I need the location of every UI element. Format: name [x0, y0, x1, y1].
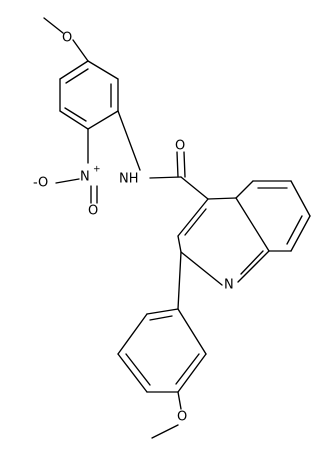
bond-methyl-o-top: [43, 17, 64, 34]
bond-ring-o-bottom: [177, 391, 182, 410]
amide-oxygen-label: O: [175, 139, 185, 154]
bond-c2-n1: [180, 251, 223, 286]
bond-ring1-f: [59, 60, 89, 80]
bond-ring1-d-inner: [64, 107, 87, 122]
bond-carbonyl-o-2: [183, 151, 186, 178]
bond-ring1-d: [59, 110, 89, 130]
bond-c6-c7: [290, 180, 311, 217]
bond-c3-c2: [177, 235, 182, 253]
quinoline-nitrogen-label: N: [224, 278, 234, 293]
bond-ring2-e: [177, 353, 207, 393]
bond-ring1-a: [87, 60, 119, 80]
bond-ring2-a: [146, 308, 179, 315]
bond-ring1-f-inner: [65, 68, 89, 84]
nitro-oxygen-minus-label: -O: [33, 176, 48, 191]
bond-nh-carbonyl: [149, 176, 182, 179]
nitro-nitrogen-label: N: [80, 170, 90, 185]
bond-ring2-c: [117, 353, 148, 393]
methoxy-oxygen-bottom-label: O: [177, 410, 187, 425]
atom-labels: O N + -O O NH O N O: [33, 31, 234, 425]
bond-c4a-c5: [235, 180, 254, 199]
nitro-positive-charge-label: +: [93, 165, 101, 175]
bond-o-methyl-bottom: [151, 424, 179, 439]
amide-nh-label: NH: [119, 172, 139, 187]
bonds: [43, 17, 311, 439]
bond-ring2-a-inner: [149, 315, 173, 321]
bond-o-ring-top: [72, 39, 89, 62]
bond-ring1-c: [87, 110, 119, 130]
bond-c2-aryl: [177, 251, 182, 310]
nitro-oxygen-double-label: O: [88, 204, 98, 219]
bond-carbonyl-o-1: [176, 151, 179, 178]
bond-nitro-o-minus: [55, 178, 80, 184]
bond-ring2-b: [117, 313, 148, 355]
bond-n1-c8a-inner: [240, 250, 264, 275]
bond-ring2-f: [177, 308, 207, 355]
bond-c8a-c4a: [235, 197, 270, 252]
bond-ring-nh: [117, 110, 141, 171]
bond-carbonyl-c4: [180, 176, 209, 200]
bond-c7-c8-inner: [286, 215, 303, 245]
bond-ring2-c-inner: [125, 353, 151, 386]
bond-n1-c8a: [237, 250, 270, 283]
bond-c7-c8: [290, 215, 311, 252]
bond-c4a-c4: [207, 197, 237, 200]
bond-ring2-e-inner: [175, 353, 200, 385]
methoxy-oxygen-top-label: O: [62, 31, 72, 46]
bond-c4-c3-inner: [184, 208, 207, 236]
bond-c4-c3: [177, 198, 209, 237]
